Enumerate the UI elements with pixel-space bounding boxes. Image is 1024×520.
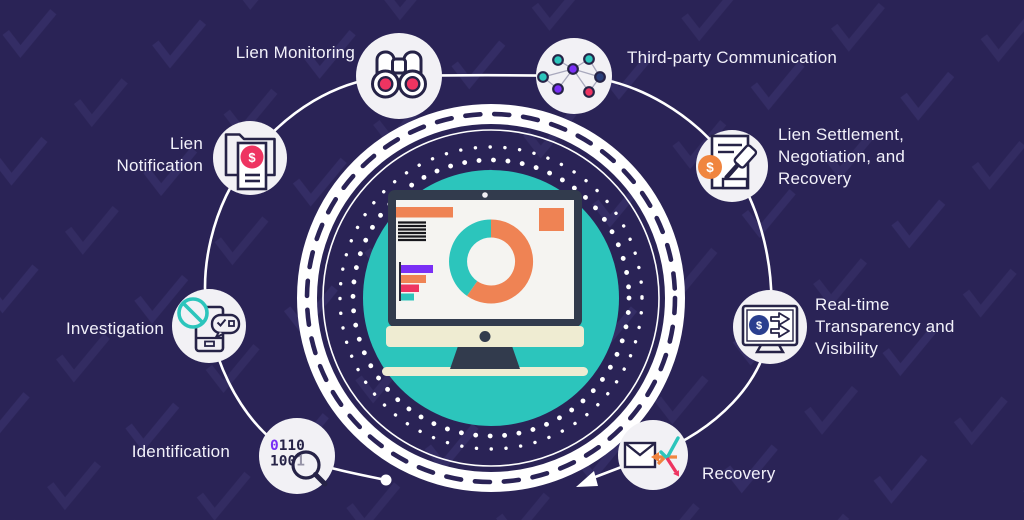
loop-arrowhead-icon [576,471,598,487]
step-icon-lien-monitoring [356,33,442,119]
thin-ring [322,129,660,467]
monitor-camera-dot [482,192,488,198]
loop-start-dot [380,474,392,486]
donut-teal-segment [449,219,492,296]
dashboard-orange-tile [539,208,564,231]
chat-bubble-icon [210,313,241,339]
step-icon-lien-settlement: $ [696,130,768,202]
magnifier-icon [291,450,321,480]
network-nodes-icon [537,53,606,98]
road-ring-dashes [304,111,678,485]
dollar-glyph: $ [248,150,256,165]
process-loop [203,73,773,487]
outer-dot-ring [338,145,644,451]
bar-orange [401,275,426,283]
dashboard-bar-chart [399,262,433,301]
binary-row1: 110 [279,438,305,454]
monitor-base [382,367,588,376]
monitor-chin-button [479,331,491,342]
bar-pink [401,284,419,292]
step-icon-lien-notification: $ [213,121,287,195]
desktop-monitor [382,190,588,376]
binary-digit-highlight: 0 [270,438,279,454]
process-loop-path [203,73,773,482]
donut-orange-segment [466,219,534,304]
step-icon-third-party-communication [536,38,612,114]
icon-circle [356,33,442,119]
blocked-phone-icon [177,297,241,353]
mail-branch-arrows-icon [623,436,680,477]
step-icon-real-time-transparency: $ [733,290,807,364]
gavel-document-icon: $ [698,134,758,190]
bar-teal [401,293,414,301]
binary-magnifier-icon: 0 110 1001 [270,438,328,487]
dashboard-text-lines [398,221,426,242]
monitor-stand [450,346,520,369]
dashboard-header-bar [396,207,453,218]
binoculars-icon [371,50,427,99]
dashboard-donut-chart [449,219,534,304]
monitor-dollar-icon: $ [741,304,799,354]
right-arrows-icon [770,312,790,338]
dashboard-content [396,207,564,304]
step-icon-investigation [172,289,246,363]
dollar-folder-icon: $ [224,133,276,191]
inner-dot-ring [350,157,632,439]
step-icon-recovery [618,420,688,490]
dollar-glyph: $ [756,320,762,332]
dollar-glyph: $ [706,160,714,175]
bar-purple [401,265,433,273]
step-icon-identification: 0 110 1001 [259,418,335,494]
